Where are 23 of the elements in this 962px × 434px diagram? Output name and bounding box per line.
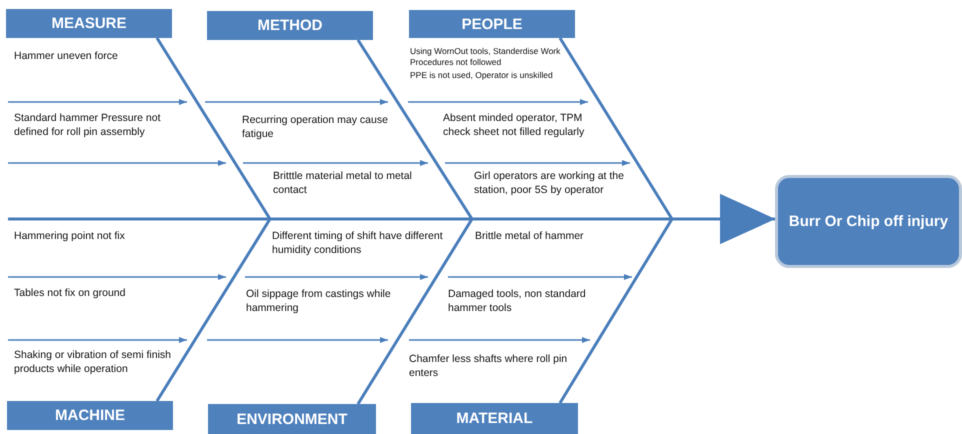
cause-text: PPE is not used, Operator is unskilled xyxy=(410,70,554,82)
cause-text: Chamfer less shafts where roll pin enters xyxy=(409,352,568,380)
category-box: MACHINE xyxy=(7,401,173,430)
cause-text: Tables not fix on ground xyxy=(14,286,126,300)
cause-text: Britttle material metal to metal contact xyxy=(273,169,413,198)
cause-text: Using WornOut tools, Standerdise Work Procedures not followed xyxy=(410,46,562,69)
category-box: ENVIRONMENT xyxy=(208,404,376,434)
cause-text: Different timing of shift have different humidity conditions xyxy=(272,229,444,258)
cause-text: Recurring operation may cause fatigue xyxy=(242,113,389,142)
cause-text: Absent minded operator, TPM check sheet not filled regularly xyxy=(443,111,586,140)
cause-text: Hammer uneven force xyxy=(14,49,119,64)
cause-text: Girl operators are working at the station, poor 5S by operator xyxy=(474,169,625,198)
cause-text: Brittle metal of hammer xyxy=(475,229,585,244)
category-box: PEOPLE xyxy=(409,10,575,38)
category-box: MATERIAL xyxy=(411,403,578,434)
category-box: METHOD xyxy=(207,11,373,40)
cause-text: Standard hammer Pressure not defined for roll pin assembly xyxy=(14,111,162,140)
cause-text: Shaking or vibration of semi finish products while operation xyxy=(14,348,172,376)
cause-text: Oil sippage from castings while hammering xyxy=(246,287,392,316)
category-box: MEASURE xyxy=(6,9,172,38)
cause-text: Damaged tools, non standard hammer tools xyxy=(448,287,587,316)
cause-text: Hammering point not fix xyxy=(14,229,126,244)
effect-box: Burr Or Chip off injury xyxy=(775,175,962,268)
